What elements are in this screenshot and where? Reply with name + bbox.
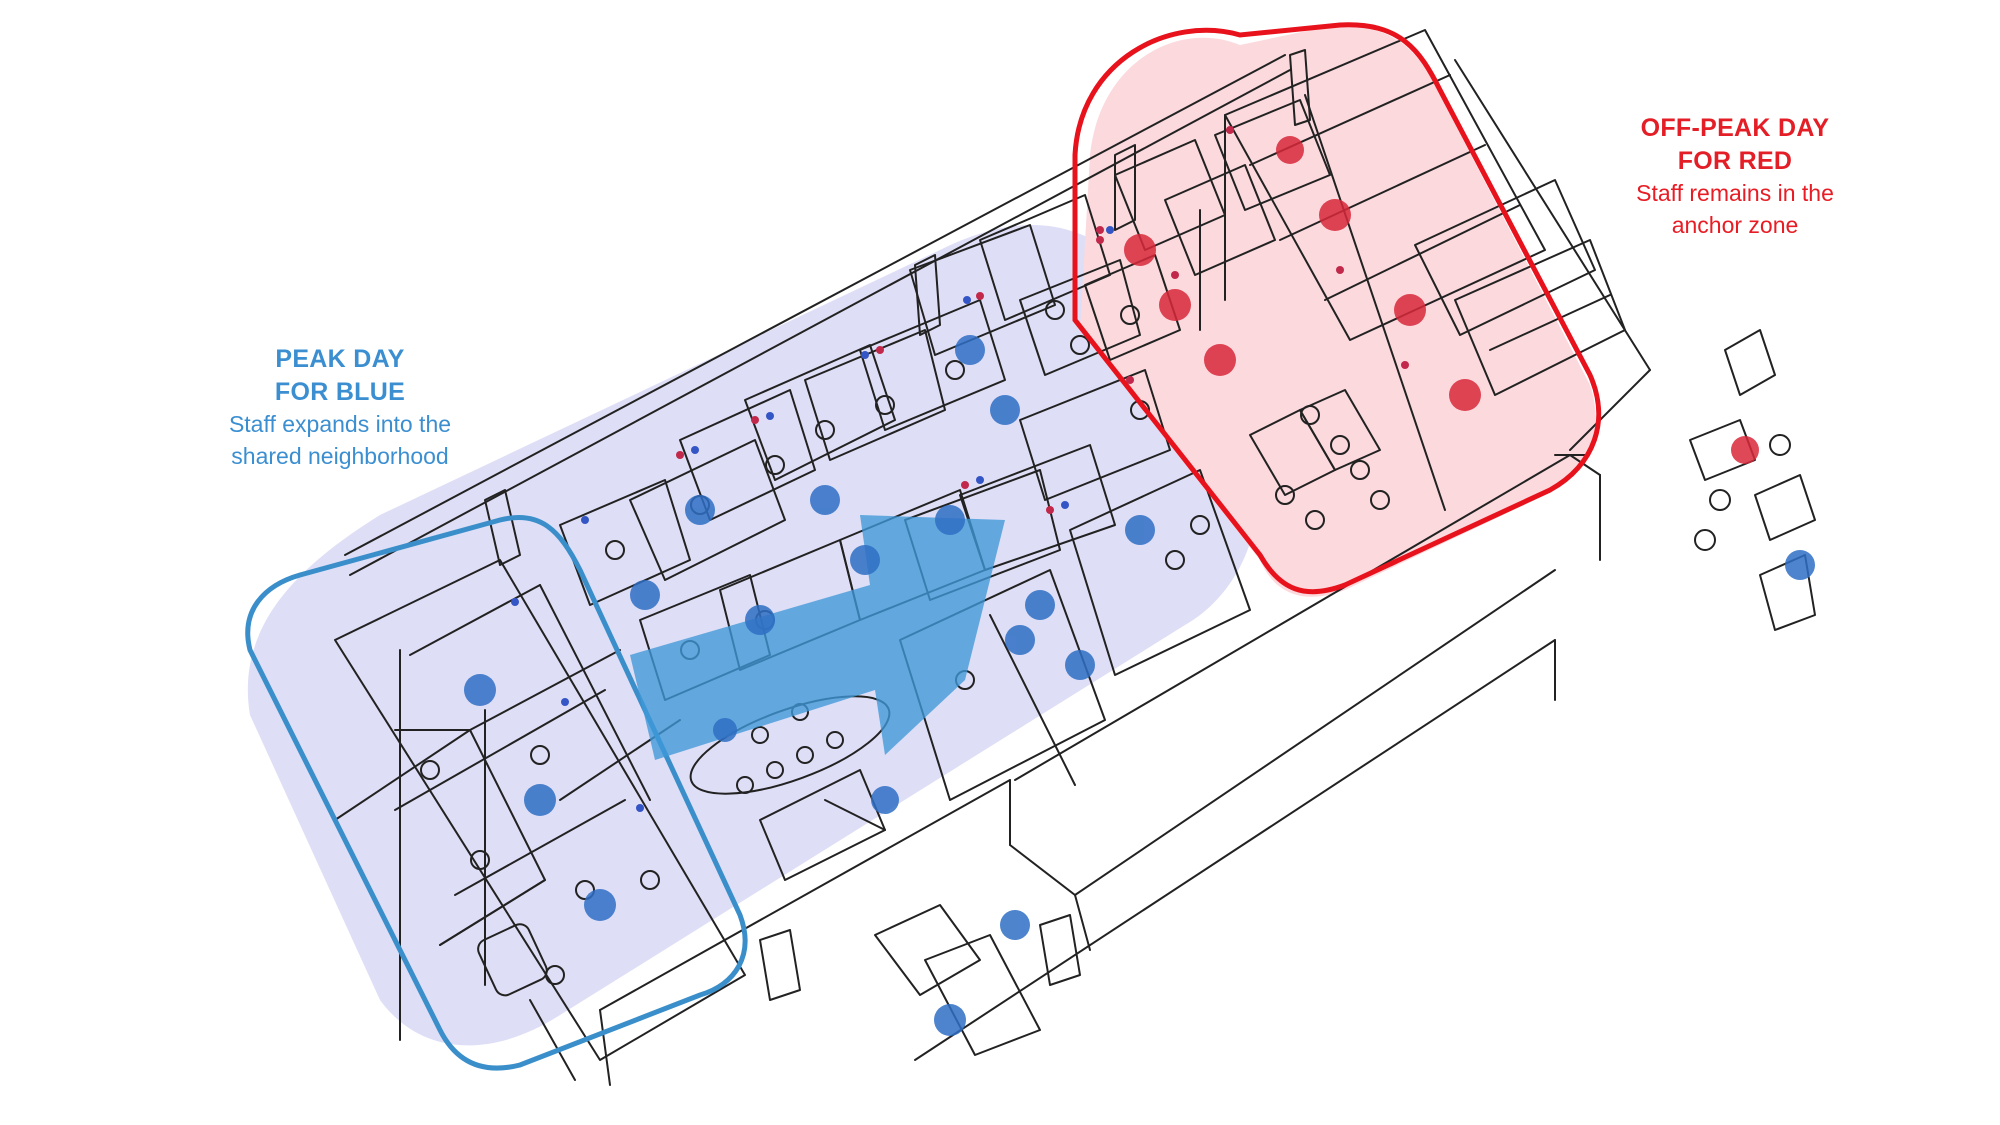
red-subtext-line1: Staff remains in the xyxy=(1636,180,1834,206)
desk-occupancy-dots xyxy=(511,126,1409,812)
red-heading-line2: FOR RED xyxy=(1677,146,1793,175)
peak-zone-outline xyxy=(245,514,748,1071)
expansion-arrow xyxy=(630,515,1005,760)
red-staff-figures xyxy=(1124,136,1759,464)
off-peak-day-red-label: OFF-PEAK DAY FOR RED Staff remains in th… xyxy=(1590,112,1880,241)
blue-heading-line1: PEAK DAY xyxy=(275,345,405,373)
peak-day-blue-label: PEAK DAY FOR BLUE Staff expands into the… xyxy=(195,343,485,472)
anchor-zone-outline xyxy=(1072,22,1602,595)
floor-plan-linework xyxy=(334,29,1816,1086)
red-heading-line1: OFF-PEAK DAY xyxy=(1640,114,1830,142)
red-subtext-line2: anchor zone xyxy=(1671,211,1799,238)
anchor-zone-red-fill xyxy=(1080,25,1596,597)
blue-heading-line2: FOR BLUE xyxy=(274,377,406,406)
blue-staff-figures xyxy=(464,335,1815,1036)
blue-subtext-line2: shared neighborhood xyxy=(231,442,449,469)
blue-subtext-line1: Staff expands into the xyxy=(228,411,452,437)
